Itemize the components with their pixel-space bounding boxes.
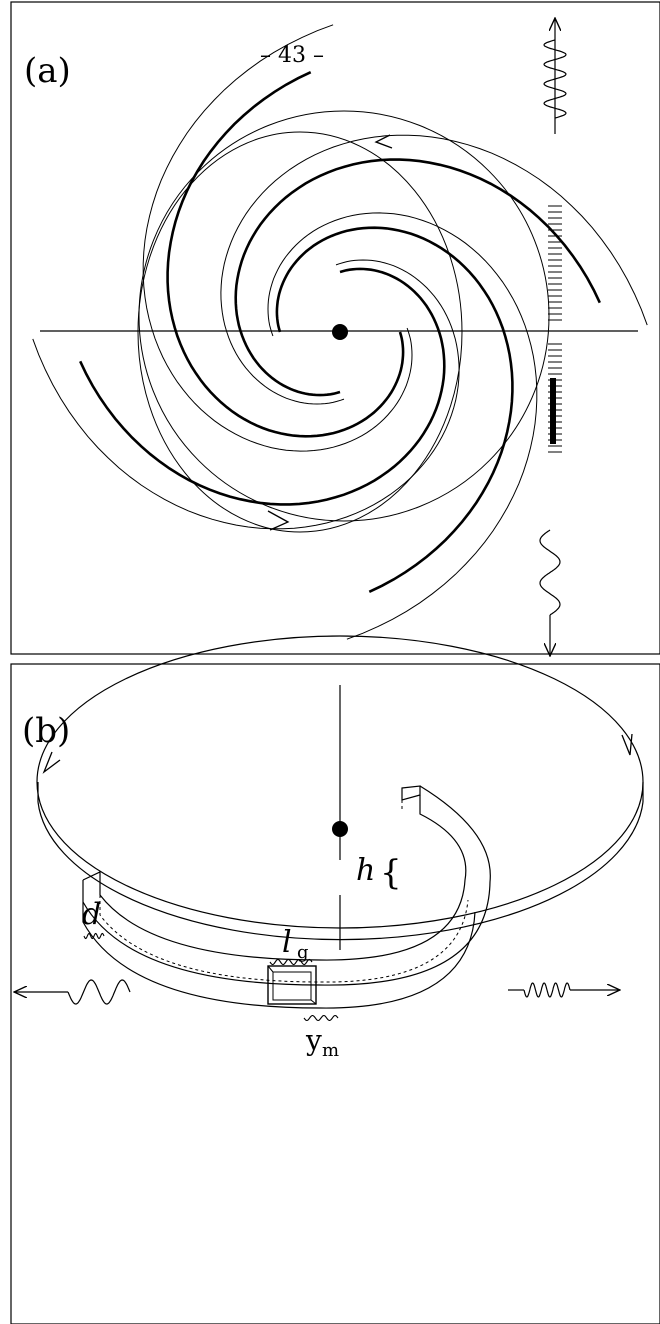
spiral-arm-thin — [32, 259, 460, 530]
tilde-under-d — [83, 932, 105, 940]
tilde-under-l — [269, 958, 313, 966]
rim-arrow-left — [42, 751, 61, 774]
page-number: – 43 – — [260, 43, 324, 68]
spiral-arm-thin — [142, 24, 413, 452]
spiral-arm-thick — [234, 158, 601, 397]
orbit-arrow-bottom — [267, 510, 290, 531]
cloud-box — [267, 965, 317, 1005]
spiral-arm-thick — [166, 71, 405, 438]
ring-outer-wall — [82, 902, 476, 1009]
panel-a-frame — [10, 1, 660, 655]
spiral-arm-thick — [275, 226, 514, 593]
label-l: l — [282, 925, 292, 960]
panel-a-label: (a) — [24, 51, 71, 91]
orbit-ellipse-left — [137, 131, 463, 533]
orbit-circle-outer — [138, 110, 550, 522]
galaxy-center-dot — [332, 324, 348, 340]
wave-left — [67, 979, 131, 1005]
spiral-arm-thin — [220, 134, 648, 405]
wave-top — [543, 39, 567, 119]
label-l-subscript: g — [297, 942, 309, 963]
label-y-subscript: m — [322, 1040, 339, 1061]
brace-h: { — [380, 853, 402, 893]
spiral-arm-thick — [79, 267, 446, 506]
wave-bottom — [539, 529, 561, 616]
ring-outer-top — [82, 785, 491, 986]
spiral-arms — [32, 24, 648, 640]
disk-center-dot — [332, 821, 348, 837]
thick-bar-marker — [550, 378, 556, 444]
tilde-over-y — [303, 1014, 339, 1022]
ring-left-end-top — [82, 871, 101, 895]
panel-b-frame — [10, 663, 660, 1324]
panel-a: (a) – 43 – — [10, 1, 660, 656]
ring-right-end — [401, 785, 421, 801]
panel-b: (b) d h { l g — [10, 635, 660, 1324]
label-d: d — [82, 897, 101, 932]
label-h: h — [356, 853, 375, 888]
rim-arrow-right — [621, 733, 633, 756]
label-y: y — [305, 1024, 322, 1057]
ring-inner-top — [99, 795, 467, 961]
wave-right — [523, 982, 571, 998]
panel-b-label: (b) — [22, 711, 70, 751]
orbit-arrow-top — [374, 134, 393, 149]
